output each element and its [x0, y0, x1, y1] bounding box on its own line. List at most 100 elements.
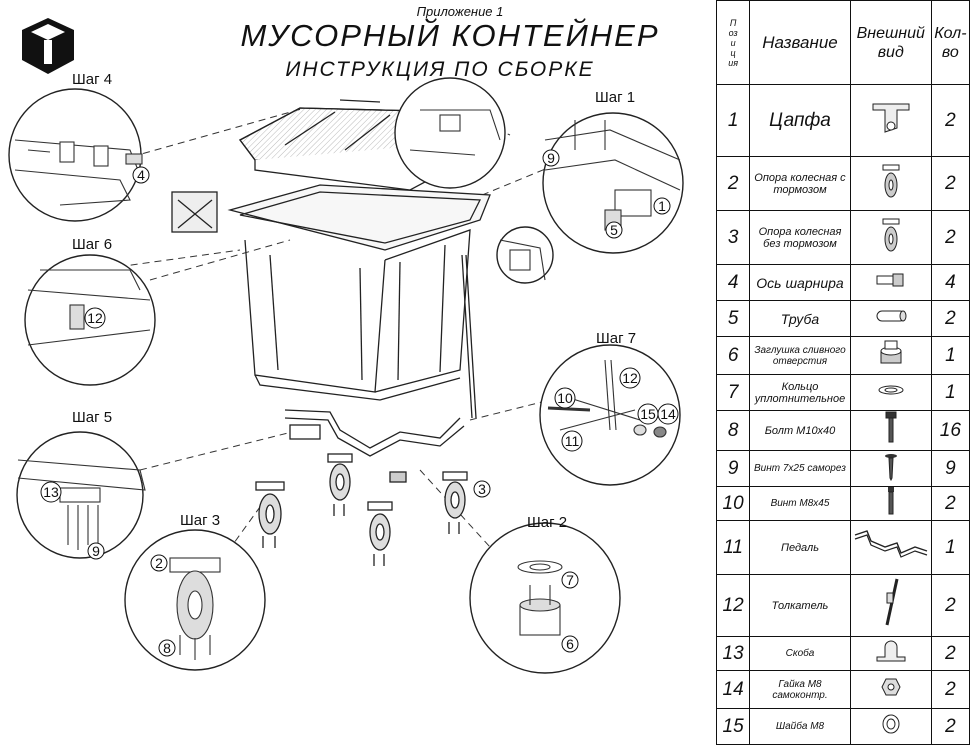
- header-position: Позиция: [715, 0, 751, 85]
- tube-icon: [876, 310, 907, 322]
- row-position: 6: [715, 336, 751, 375]
- step-5-label: Шаг 5: [72, 409, 112, 426]
- row-qty: 16: [930, 410, 970, 451]
- step-2-label: Шаг 2: [527, 514, 567, 531]
- casters: [255, 453, 468, 566]
- page-subtitle: ИНСТРУКЦИЯ ПО СБОРКЕ: [285, 58, 595, 81]
- callout-12-step6: 12: [84, 307, 106, 329]
- row-name: Опора колесная с тормозом: [749, 156, 851, 211]
- container-body: [171, 184, 491, 401]
- callout-8: 8: [158, 639, 176, 657]
- svg-text:3: 3: [478, 481, 486, 497]
- appendix-label: Приложение 1: [416, 4, 504, 19]
- callout-5: 5: [605, 221, 623, 239]
- row-view: [849, 210, 932, 265]
- row-name: Винт М8х45: [749, 486, 851, 521]
- row-view: [849, 336, 932, 375]
- row-position: 14: [715, 670, 751, 709]
- table-header-row: Позиция Название Внешний вид Кол-во: [715, 0, 970, 85]
- step-4-label: Шаг 4: [72, 71, 112, 88]
- row-qty: 1: [930, 336, 970, 375]
- row-position: 15: [715, 708, 751, 745]
- hinge-axle-icon: [876, 273, 904, 287]
- row-qty: 2: [930, 300, 970, 337]
- drain-plug-icon: [880, 340, 902, 364]
- callout-7: 7: [561, 571, 579, 589]
- bolt-icon: [885, 411, 897, 443]
- row-name: Винт 7х25 саморез: [749, 450, 851, 487]
- row-name: Опора колесная без тормозом: [749, 210, 851, 265]
- callout-4: 4: [132, 166, 150, 184]
- row-name: Кольцо уплотнительное: [749, 374, 851, 411]
- trunnion-icon: [872, 103, 910, 133]
- callout-12-step7: 12: [619, 367, 641, 389]
- row-view: [849, 410, 932, 451]
- row-qty: 2: [930, 210, 970, 265]
- header-view: Внешний вид: [849, 0, 932, 85]
- row-view: [849, 708, 932, 745]
- step-labels: Шаг 4 Шаг 1 Шаг 6 Шаг 7 Шаг 5 Шаг 3 Шаг …: [72, 71, 636, 531]
- row-name: Скоба: [749, 636, 851, 671]
- svg-text:10: 10: [557, 390, 573, 406]
- callout-6: 6: [561, 635, 579, 653]
- svg-text:2: 2: [155, 555, 163, 571]
- callout-14: 14: [657, 403, 679, 425]
- pusher-icon: [885, 578, 899, 626]
- svg-text:5: 5: [610, 222, 618, 238]
- row-position: 10: [715, 486, 751, 521]
- row-position: 5: [715, 300, 751, 337]
- row-name: Шайба М8: [749, 708, 851, 745]
- assembly-drawing: Шаг 4 Шаг 1 Шаг 6 Шаг 7 Шаг 5 Шаг 3 Шаг …: [8, 18, 684, 674]
- svg-text:14: 14: [660, 406, 676, 422]
- header-name: Название: [749, 0, 851, 85]
- row-position: 11: [715, 520, 751, 575]
- lock-nut-icon: [881, 678, 901, 696]
- row-qty: 2: [930, 486, 970, 521]
- row-view: [849, 156, 932, 211]
- row-position: 7: [715, 374, 751, 411]
- row-view: [849, 520, 932, 575]
- svg-text:1: 1: [658, 198, 666, 214]
- row-view: [849, 264, 932, 301]
- caster-brake-icon: [882, 164, 900, 198]
- row-position: 1: [715, 84, 751, 157]
- svg-text:11: 11: [565, 433, 580, 449]
- row-name: Ось шарнира: [749, 264, 851, 301]
- row-view: [849, 636, 932, 671]
- self-tapping-screw-icon: [884, 454, 897, 482]
- callouts: 4 9 1 5 12 12 10 15 14 11 13 9 3 2 7 6 8: [40, 149, 679, 657]
- caster-icon: [882, 218, 900, 252]
- row-qty: 9: [930, 450, 970, 487]
- row-qty: 2: [930, 636, 970, 671]
- callout-10: 10: [554, 387, 576, 409]
- callout-11: 11: [561, 430, 583, 452]
- svg-text:4: 4: [137, 167, 145, 183]
- row-name: Педаль: [749, 520, 851, 575]
- svg-text:7: 7: [566, 572, 574, 588]
- row-view: [849, 670, 932, 709]
- callout-9-step1: 9: [542, 149, 560, 167]
- svg-text:9: 9: [547, 150, 555, 166]
- row-name: Труба: [749, 300, 851, 337]
- row-position: 13: [715, 636, 751, 671]
- row-view: [849, 450, 932, 487]
- row-name: Заглушка сливного отверстия: [749, 336, 851, 375]
- step-1-label: Шаг 1: [595, 89, 635, 106]
- svg-text:6: 6: [566, 636, 574, 652]
- row-name: Гайка М8 самоконтр.: [749, 670, 851, 709]
- row-qty: 1: [930, 374, 970, 411]
- row-position: 8: [715, 410, 751, 451]
- callout-9-step5: 9: [87, 542, 105, 560]
